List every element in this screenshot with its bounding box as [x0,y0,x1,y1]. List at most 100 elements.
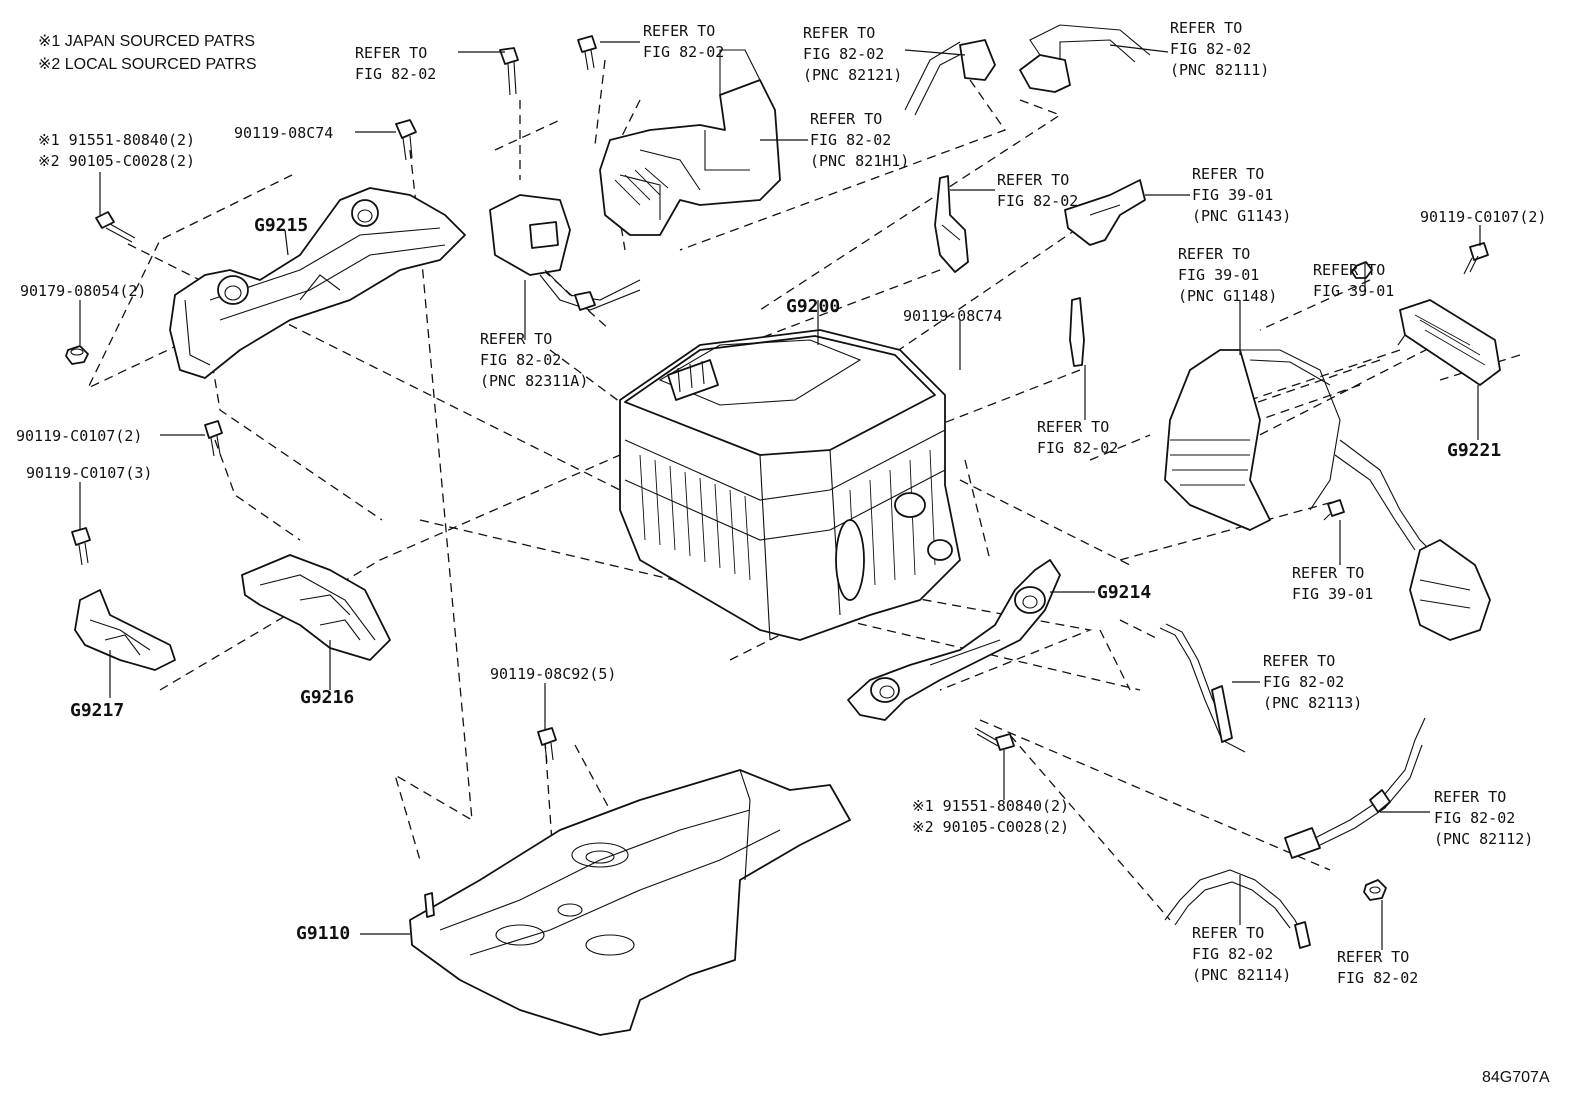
note-japan-sourced: ※1 JAPAN SOURCED PATRS [38,33,255,50]
label-bolt-08c74-right: 90119-08C74 [903,307,1002,325]
refer-fig: FIG 82-02 [1337,969,1418,987]
refer-line: REFER TO [803,24,875,42]
refer-fig: FIG 82-02 [355,65,436,83]
bolt-refer-39-01-drawing [1323,499,1345,521]
refer-fig: FIG 82-02 [1192,945,1273,963]
label-nut-90179: 90179-08054(2) [20,282,146,300]
refer-39-01-pnc-g1143[interactable]: REFER TO FIG 39-01 (PNC G1143) [1192,165,1291,225]
label-g9214: G9214 [1097,582,1151,603]
bolt-bottom-91551-drawing [974,727,1015,751]
assembly-lines [86,59,1521,961]
refer-pnc: (PNC G1143) [1192,207,1291,225]
refer-pnc: (PNC G1148) [1178,287,1277,305]
bolt-08c92-drawing [537,727,557,763]
wire-82113-drawing [1159,623,1246,753]
refer-line: REFER TO [1434,788,1506,806]
bracket-g9214-drawing [847,559,1061,721]
refer-line: REFER TO [1037,418,1109,436]
refer-82-02-c[interactable]: REFER TO FIG 82-02 [997,171,1078,210]
bolt-c0107-3-drawing [71,527,91,566]
refer-line: REFER TO [1170,19,1242,37]
refer-fig: FIG 82-02 [803,45,884,63]
refer-fig: FIG 39-01 [1313,282,1394,300]
refer-line: REFER TO [1313,261,1385,279]
refer-fig: FIG 82-02 [1263,673,1344,691]
bracket-small-refer-drawing [1069,297,1085,367]
note-local-sourced: ※2 LOCAL SOURCED PATRS [38,56,257,73]
refer-line: REFER TO [1192,165,1264,183]
wire-82112-drawing [1284,717,1426,859]
refer-pnc: (PNC 82114) [1192,966,1291,984]
refer-pnc: (PNC 82111) [1170,61,1269,79]
label-bolt-91551-bottom: ※1 91551-80840(2) [912,797,1069,815]
label-g9221: G9221 [1447,440,1501,461]
diagram-code: 84G707A [1482,1069,1550,1086]
bolt-91551-top-left-drawing [95,211,136,243]
refer-fig: FIG 39-01 [1192,186,1273,204]
label-bolt-90105-top: ※2 90105-C0028(2) [38,152,195,170]
refer-fig: FIG 82-02 [997,192,1078,210]
refer-line: REFER TO [643,22,715,40]
refer-pnc: (PNC 821H1) [810,152,909,170]
label-bolt-c0107-2-left: 90119-C0107(2) [16,427,142,445]
label-bolt-c0107-3: 90119-C0107(3) [26,464,152,482]
refer-pnc: (PNC 82311A) [480,372,588,390]
label-g9110: G9110 [296,923,350,944]
refer-39-01-pnc-g1148[interactable]: REFER TO FIG 39-01 (PNC G1148) [1178,245,1277,305]
label-bolt-90105-bottom: ※2 90105-C0028(2) [912,818,1069,836]
wire-harness-top-drawing [489,24,1151,311]
refer-82-02-pnc-82311a[interactable]: REFER TO FIG 82-02 (PNC 82311A) [480,330,588,390]
refer-line: REFER TO [1263,652,1335,670]
label-bolt-08c92: 90119-08C92(5) [490,665,616,683]
tray-g9110-drawing [409,769,851,1036]
refer-line: REFER TO [997,171,1069,189]
refer-82-02-e[interactable]: REFER TO FIG 82-02 [1337,948,1418,987]
refer-fig: FIG 39-01 [1292,585,1373,603]
refer-82-02-a[interactable]: REFER TO FIG 82-02 [355,44,436,83]
refer-82-02-pnc-82114[interactable]: REFER TO FIG 82-02 (PNC 82114) [1192,924,1291,984]
label-g9217: G9217 [70,700,124,721]
cover-g9221-drawing [1397,299,1501,386]
refer-line: REFER TO [1178,245,1250,263]
refer-fig: FIG 82-02 [643,43,724,61]
wire-82114-drawing [1164,869,1311,949]
refer-line: REFER TO [355,44,427,62]
refer-pnc: (PNC 82121) [803,66,902,84]
refer-pnc: (PNC 82112) [1434,830,1533,848]
bracket-g1143-drawing [1064,179,1146,246]
refer-line: REFER TO [1192,924,1264,942]
refer-fig: FIG 82-02 [810,131,891,149]
label-g9215: G9215 [254,215,308,236]
refer-82-02-pnc-82121[interactable]: REFER TO FIG 82-02 (PNC 82121) [803,24,902,84]
label-bolt-08c74-top: 90119-08C74 [234,124,333,142]
refer-82-02-pnc-82113[interactable]: REFER TO FIG 82-02 (PNC 82113) [1263,652,1362,712]
nut-bottom-right-drawing [1363,879,1387,901]
refer-82-02-d[interactable]: REFER TO FIG 82-02 [1037,418,1118,457]
label-g9200: G9200 [786,296,840,317]
refer-82-02-b[interactable]: REFER TO FIG 82-02 [643,22,724,61]
refer-line: REFER TO [810,110,882,128]
nut-refer-39-01-drawing [1351,261,1373,279]
inverter-g9200-drawing [619,329,961,641]
leader-lines [79,41,1481,950]
refer-39-01-b[interactable]: REFER TO FIG 39-01 [1292,564,1373,603]
refer-82-02-pnc-82111[interactable]: REFER TO FIG 82-02 (PNC 82111) [1170,19,1269,79]
refer-fig: FIG 39-01 [1178,266,1259,284]
refer-fig: FIG 82-02 [480,351,561,369]
label-g9216: G9216 [300,687,354,708]
label-bolt-c0107-2-right: 90119-C0107(2) [1420,208,1546,226]
refer-fig: FIG 82-02 [1037,439,1118,457]
label-bolt-91551-top: ※1 91551-80840(2) [38,131,195,149]
nut-90179-drawing [65,345,89,365]
bracket-refer-82-02-drawing [934,175,969,273]
refer-line: REFER TO [1292,564,1364,582]
bolt-08c74-top-drawing [395,119,417,161]
refer-39-01-a[interactable]: REFER TO FIG 39-01 [1313,261,1394,300]
refer-82-02-pnc-82112[interactable]: REFER TO FIG 82-02 (PNC 82112) [1434,788,1533,848]
refer-82-02-pnc-821h1[interactable]: REFER TO FIG 82-02 (PNC 821H1) [810,110,909,170]
refer-line: REFER TO [1337,948,1409,966]
refer-pnc: (PNC 82113) [1263,694,1362,712]
refer-line: REFER TO [480,330,552,348]
bolt-c0107-right-drawing [1463,242,1489,275]
